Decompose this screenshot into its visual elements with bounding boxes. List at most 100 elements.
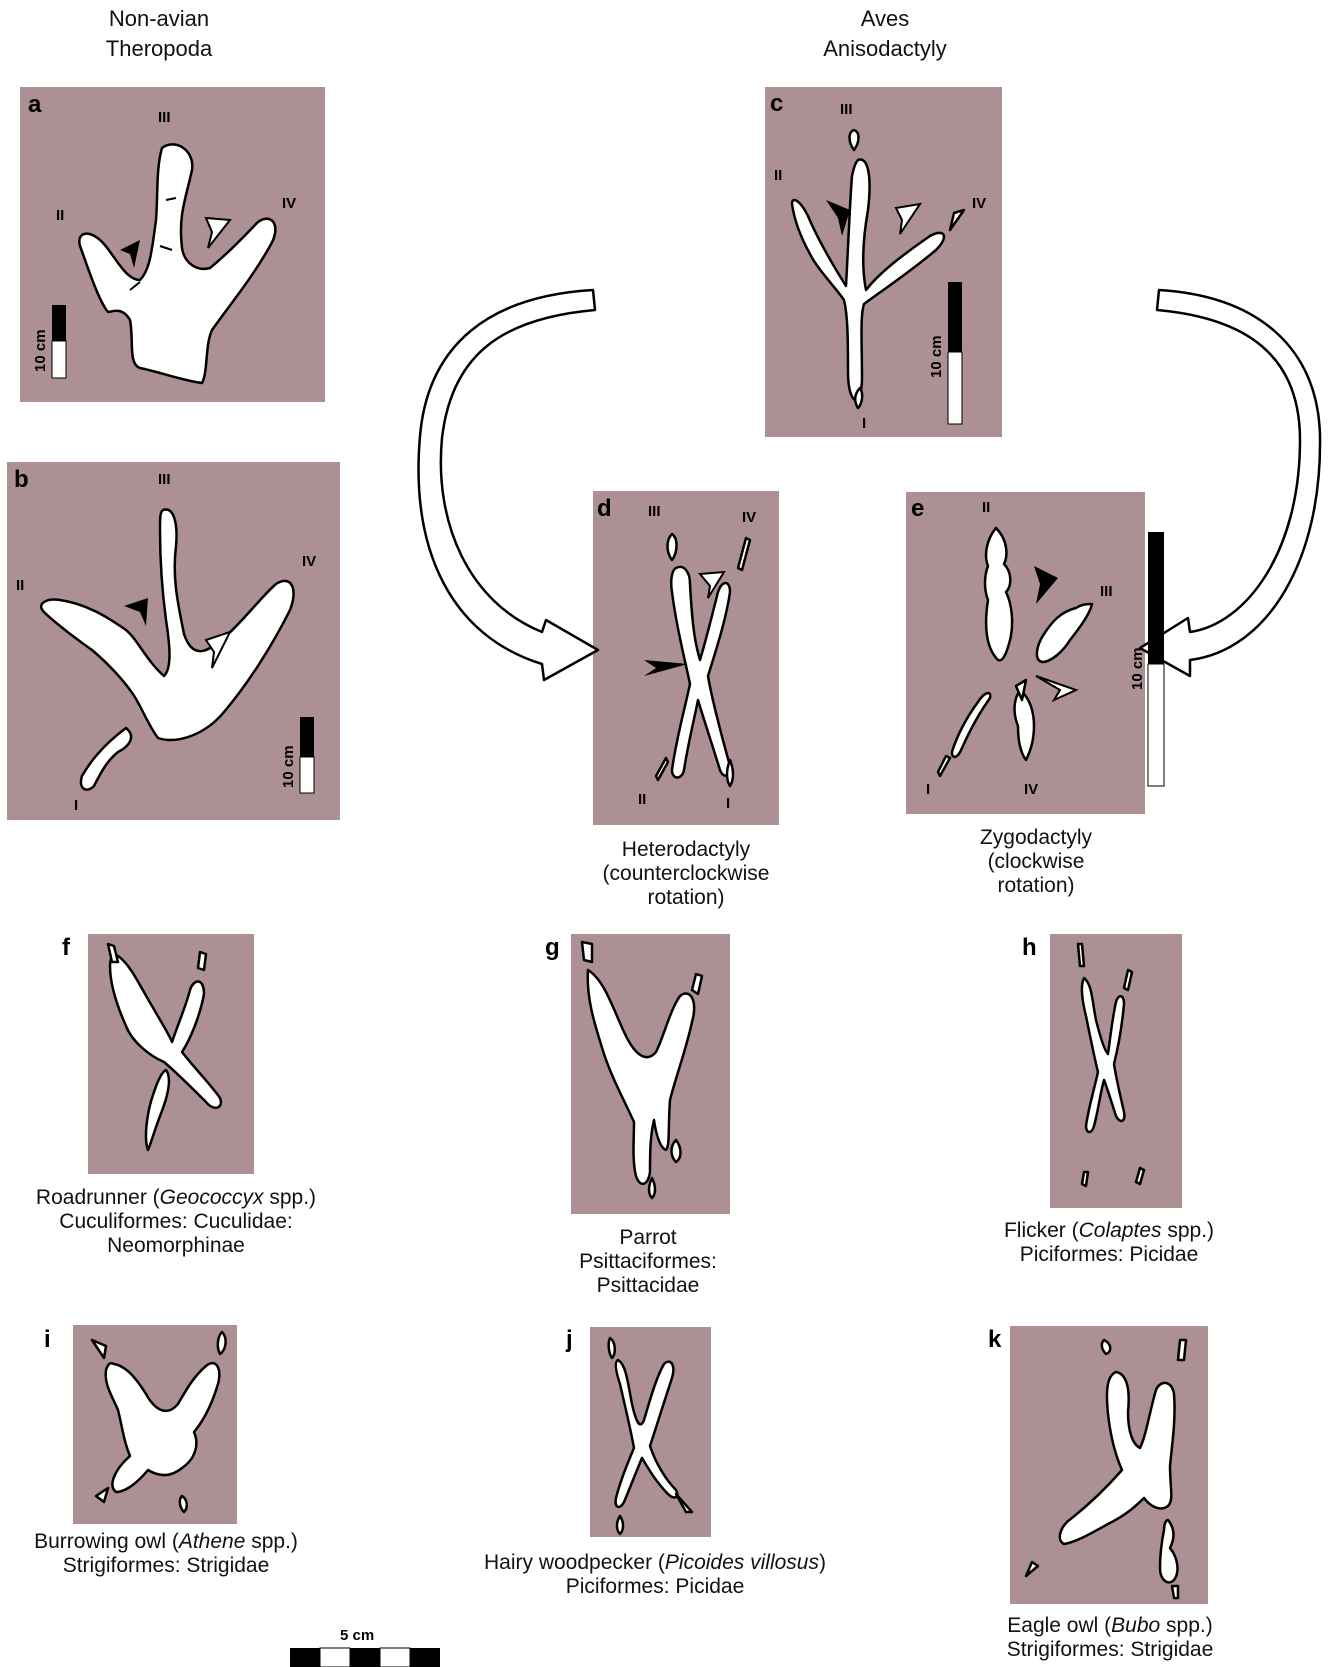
arrowhead-black-a [120, 240, 140, 268]
caption-g: Parrot Psittaciformes: Psittacidae [438, 1226, 858, 1298]
scalebar-e-white [1148, 664, 1164, 786]
track-d-tip-I [727, 760, 733, 786]
toe-label-e-IV: IV [1024, 781, 1038, 798]
track-g-tip-3 [672, 1140, 681, 1162]
caption-e: Zygodactyly (clockwise rotation) [826, 826, 1246, 898]
scale-label-b: 10 cm [280, 745, 297, 788]
track-i [106, 1363, 220, 1492]
track-b-hallux [81, 728, 131, 790]
bottom-scale-seg-5 [410, 1648, 440, 1667]
arrowhead-black-c [826, 200, 850, 236]
track-j-tip-1 [609, 1338, 615, 1358]
scale-label-c: 10 cm [928, 335, 945, 378]
track-h [1082, 978, 1125, 1132]
track-d-tip-II [656, 758, 668, 780]
caption-g-line1: Parrot [438, 1226, 858, 1250]
toe-label-b-IV: IV [302, 553, 316, 570]
track-d-tip-IV [738, 538, 750, 570]
arrowhead-black-e [1034, 566, 1058, 604]
toe-label-c-II: II [774, 167, 782, 184]
caption-g-line2: Psittaciformes: [438, 1250, 858, 1274]
arrowhead-black-b [124, 598, 148, 626]
track-h-tip-3 [1082, 1172, 1088, 1186]
toe-label-c-I: I [862, 415, 866, 432]
toe-label-b-I: I [74, 797, 78, 814]
track-a [79, 144, 275, 383]
caption-h: Flicker (Colaptes spp.) Piciformes: Pici… [899, 1219, 1319, 1267]
bottom-scale-seg-3 [350, 1648, 380, 1667]
track-c-digit-III-tip [850, 130, 859, 150]
caption-k-line2: Strigiformes: Strigidae [900, 1638, 1320, 1662]
toe-label-e-II: II [982, 499, 990, 516]
scalebar-a-black [52, 305, 66, 341]
caption-e-line3: rotation) [826, 874, 1246, 898]
arrow-counterclockwise [419, 290, 598, 680]
track-k-tip-1 [1102, 1340, 1110, 1354]
toe-label-d-II: II [638, 791, 646, 808]
track-g-tip-1 [582, 942, 592, 962]
caption-e-line2: (clockwise [826, 850, 1246, 874]
track-e-digit-III [1037, 604, 1092, 662]
caption-i: Burrowing owl (Athene spp.) Strigiformes… [0, 1530, 376, 1578]
track-i-tip-2 [218, 1332, 226, 1354]
track-g-tip-4 [649, 1178, 655, 1198]
caption-f-line1: Roadrunner (Geococcyx spp.) [0, 1186, 386, 1210]
track-i-tip-1 [92, 1340, 106, 1358]
caption-g-line3: Psittacidae [438, 1274, 858, 1298]
toe-label-d-I: I [726, 795, 730, 812]
track-j-tip-3 [617, 1516, 623, 1534]
track-f-tip-2 [198, 952, 206, 970]
track-d [671, 567, 730, 778]
bottom-scale-label: 5 cm [340, 1627, 374, 1644]
caption-i-line2: Strigiformes: Strigidae [0, 1554, 376, 1578]
scale-label-e: 10 cm [1129, 647, 1146, 690]
track-e-digit-I [952, 693, 990, 757]
track-e-digit-II [985, 528, 1012, 660]
caption-f-line3: Neomorphinae [0, 1234, 386, 1258]
track-e-tip-I [938, 756, 950, 776]
arrow-clockwise [1140, 290, 1320, 676]
toe-label-e-I: I [926, 781, 930, 798]
caption-f: Roadrunner (Geococcyx spp.) Cuculiformes… [0, 1186, 386, 1258]
track-c-digit-IV-tip [950, 210, 964, 230]
track-d-tip-III [668, 534, 677, 560]
caption-k: Eagle owl (Bubo spp.) Strigiformes: Stri… [900, 1614, 1320, 1662]
track-h-tip-1 [1078, 944, 1084, 966]
track-k-tip-4 [1172, 1586, 1178, 1598]
track-h-tip-2 [1124, 970, 1132, 990]
toe-label-c-IV: IV [972, 195, 986, 212]
caption-j-line1: Hairy woodpecker (Picoides villosus) [445, 1551, 865, 1575]
scale-label-a: 10 cm [32, 329, 49, 372]
track-f-hallux [146, 1070, 169, 1150]
track-k-tip-2 [1178, 1340, 1186, 1360]
toe-label-e-III: III [1100, 583, 1113, 600]
scalebar-a-white [52, 341, 66, 378]
caption-j-line2: Piciformes: Picidae [445, 1575, 865, 1599]
scalebar-b-white [300, 757, 314, 793]
caption-f-line2: Cuculiformes: Cuculidae: [0, 1210, 386, 1234]
track-f-tip-1 [108, 944, 118, 962]
track-c-digit-I-tip [855, 388, 862, 408]
toe-label-c-III: III [840, 101, 853, 118]
toe-label-b-II: II [16, 577, 24, 594]
track-c [792, 159, 944, 400]
bottom-scale-seg-2 [320, 1648, 350, 1667]
caption-e-line1: Zygodactyly [826, 826, 1246, 850]
toe-label-b-III: III [158, 471, 171, 488]
caption-h-line2: Piciformes: Picidae [899, 1243, 1319, 1267]
caption-h-line1: Flicker (Colaptes spp.) [899, 1219, 1319, 1243]
bottom-scale-seg-1 [290, 1648, 320, 1667]
track-j-tip-2 [676, 1494, 692, 1512]
toe-label-a-II: II [56, 207, 64, 224]
track-j [616, 1360, 678, 1507]
track-k [1060, 1372, 1175, 1544]
scalebar-e-black [1148, 532, 1164, 664]
arrowhead-black-d [644, 660, 688, 676]
caption-i-line1: Burrowing owl (Athene spp.) [0, 1530, 376, 1554]
track-e-digit-IV [1015, 690, 1035, 760]
scalebar-c-white [948, 352, 962, 424]
toe-label-d-IV: IV [742, 509, 756, 526]
caption-j: Hairy woodpecker (Picoides villosus) Pic… [445, 1551, 865, 1599]
caption-k-line1: Eagle owl (Bubo spp.) [900, 1614, 1320, 1638]
bottom-scale-seg-4 [380, 1648, 410, 1667]
